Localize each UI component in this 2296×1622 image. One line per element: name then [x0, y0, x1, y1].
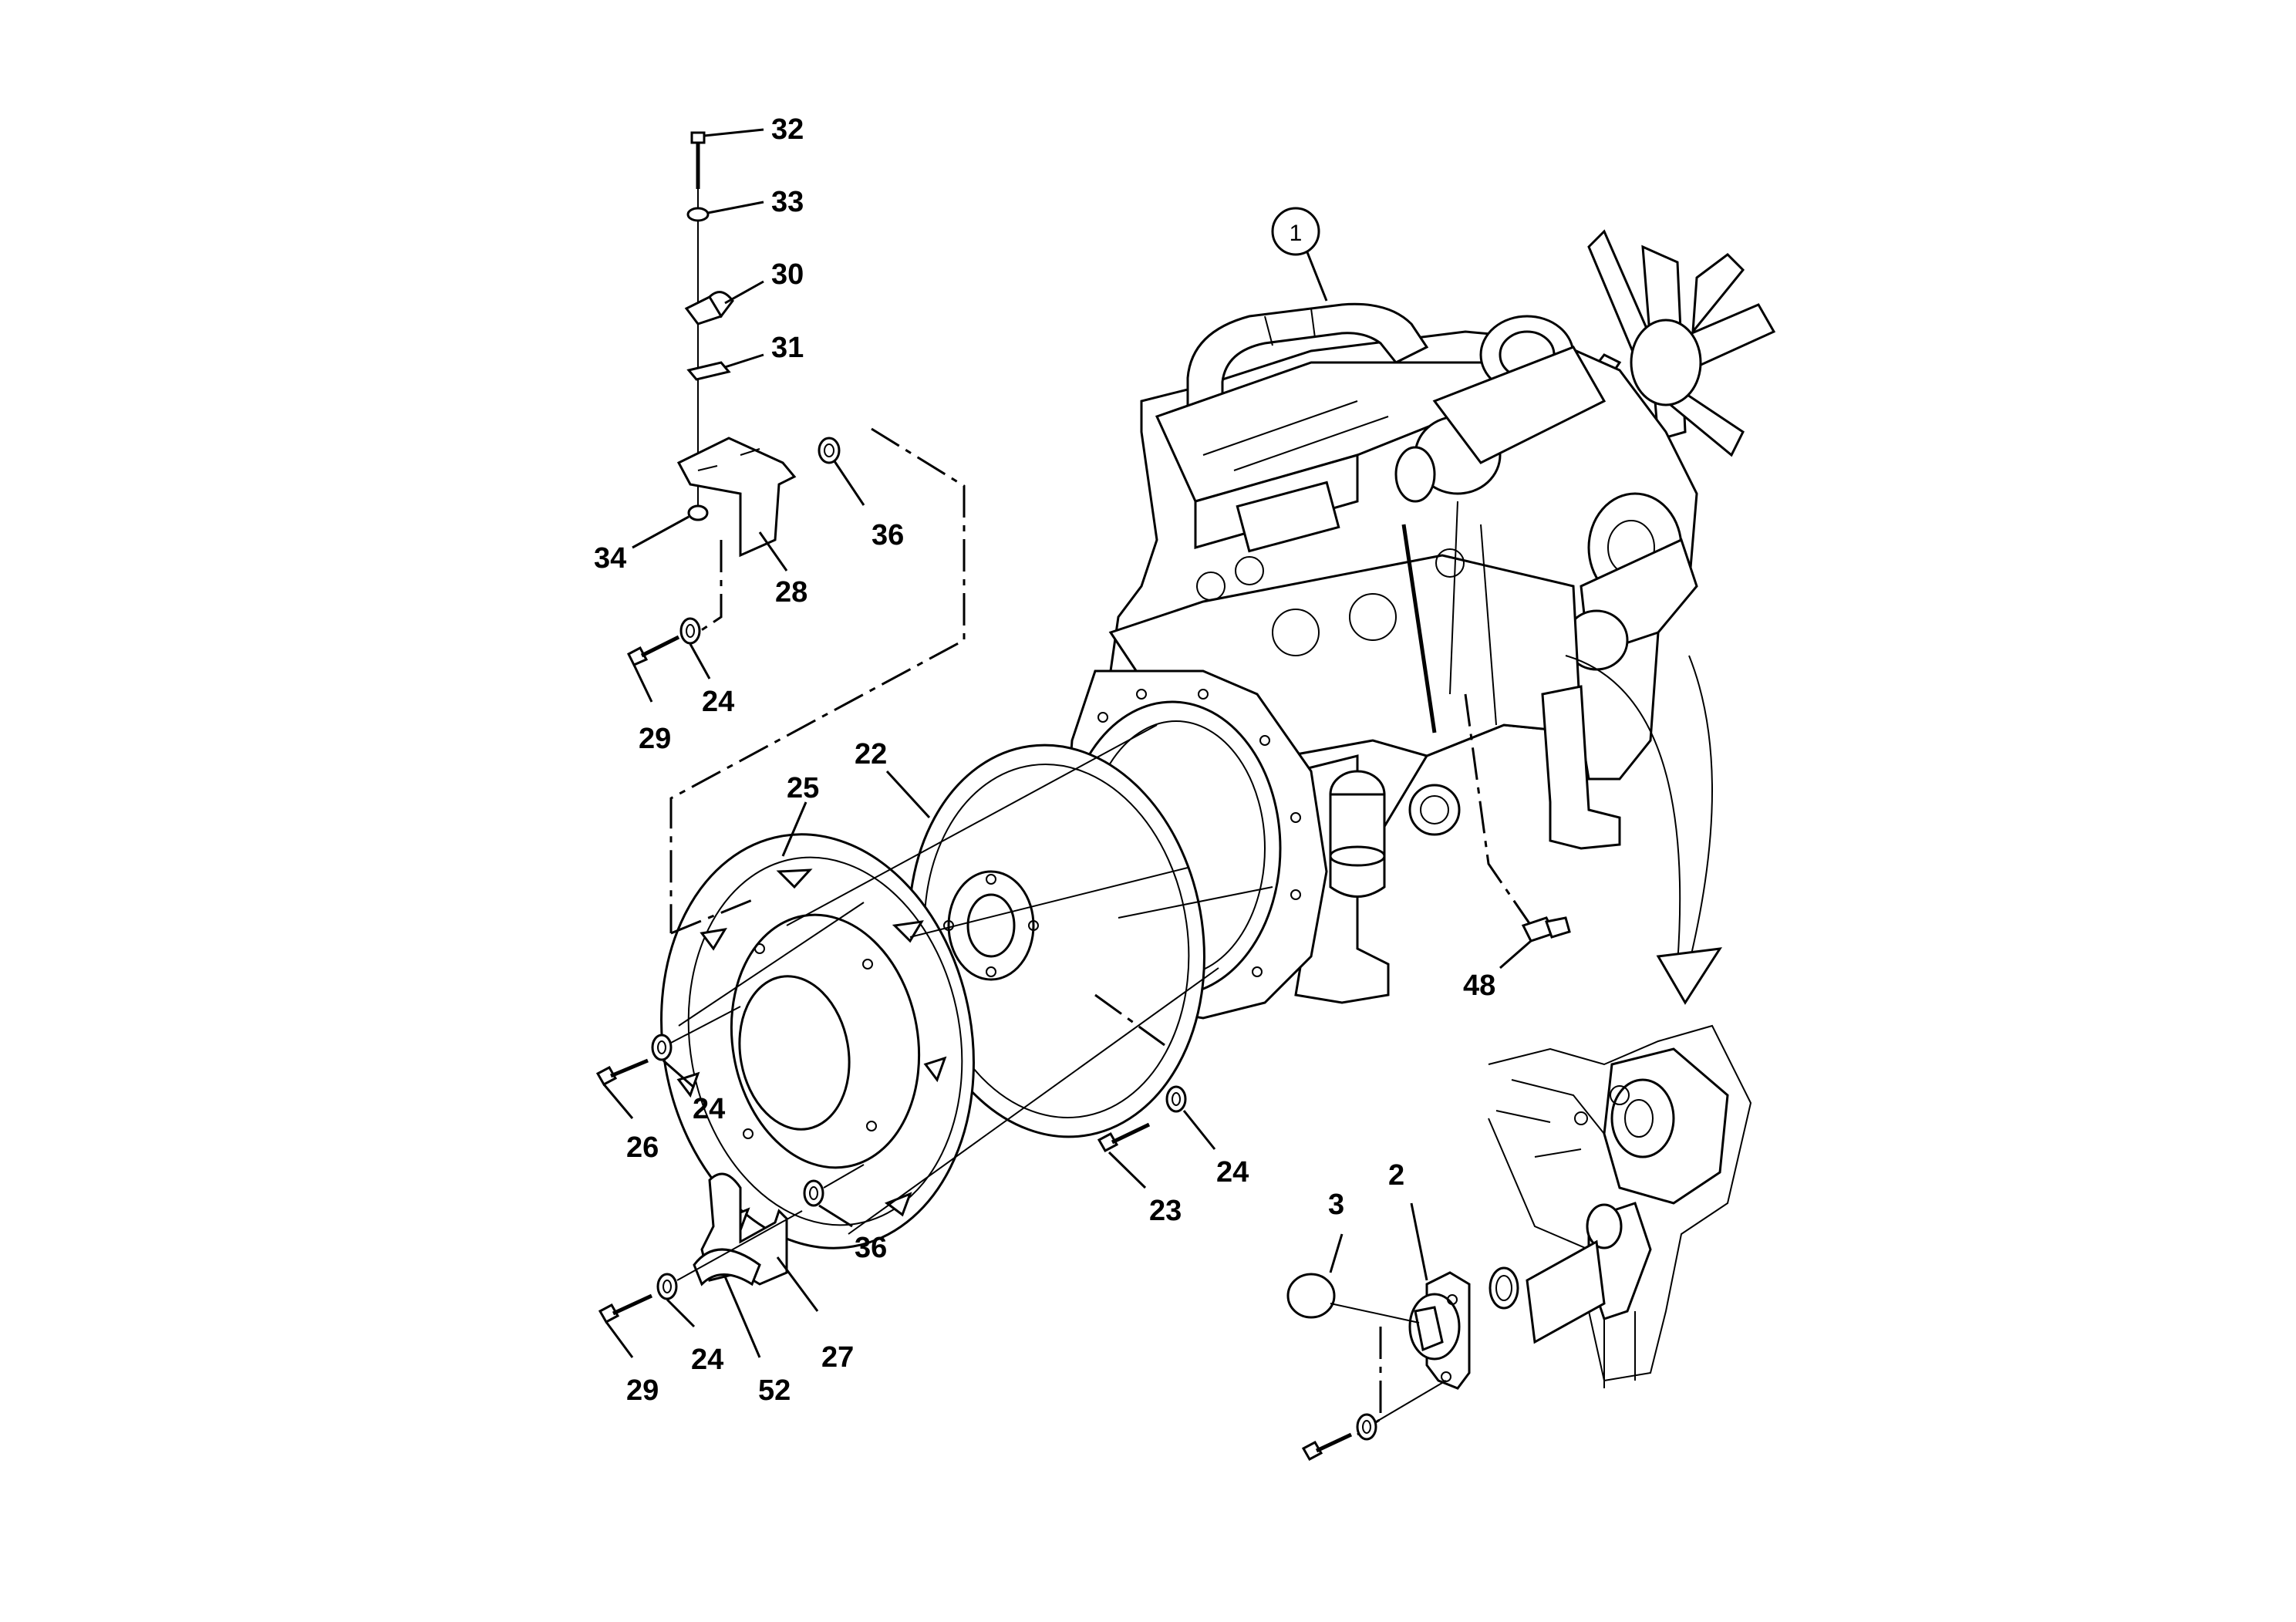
washer-24-flywheel — [1165, 1085, 1187, 1113]
callout-36-upper[interactable]: 36 — [833, 460, 904, 551]
flywheel-22 — [908, 744, 1205, 1138]
svg-text:34: 34 — [594, 542, 626, 575]
upper-bracket-assembly — [627, 131, 841, 666]
bolt-32 — [690, 131, 706, 189]
callout-26[interactable]: 26 — [602, 1084, 659, 1164]
svg-text:23: 23 — [1149, 1195, 1182, 1227]
detail-arrow — [1565, 655, 1681, 965]
svg-text:24: 24 — [702, 686, 734, 718]
washer-36-upper — [818, 437, 841, 464]
callout-3[interactable]: 3 — [1328, 1189, 1344, 1273]
callout-33[interactable]: 33 — [707, 186, 804, 218]
svg-text:29: 29 — [626, 1374, 659, 1407]
svg-text:27: 27 — [821, 1341, 854, 1374]
callout-30[interactable]: 30 — [724, 258, 804, 305]
svg-text:48: 48 — [1463, 969, 1495, 1002]
callout-52[interactable]: 52 — [723, 1276, 791, 1407]
washer-33 — [686, 207, 710, 222]
bolt-26 — [595, 1058, 649, 1087]
svg-text:31: 31 — [771, 332, 804, 364]
callout-23[interactable]: 23 — [1108, 1151, 1182, 1227]
callout-31[interactable]: 31 — [724, 332, 804, 369]
callout-29-lower[interactable]: 29 — [605, 1321, 659, 1407]
washer-24-upper — [679, 617, 701, 645]
plate-31 — [686, 361, 731, 381]
callout-25[interactable]: 25 — [781, 772, 819, 857]
pressure-sensor — [1521, 916, 1571, 943]
svg-text:52: 52 — [758, 1374, 791, 1407]
bolt-23 — [1097, 1122, 1151, 1153]
svg-text:30: 30 — [771, 258, 804, 291]
air-intake-hose — [1186, 302, 1429, 437]
callout-36-lower[interactable]: 36 — [818, 1204, 887, 1264]
cap-3 — [1286, 1273, 1336, 1319]
svg-text:24: 24 — [691, 1344, 723, 1376]
washer-24-coupling — [651, 1034, 673, 1061]
bracket-28 — [676, 437, 797, 558]
callout-32[interactable]: 32 — [703, 113, 804, 146]
callout-24-upper[interactable]: 24 — [689, 643, 734, 718]
bracket-27 — [693, 1172, 788, 1286]
callout-34[interactable]: 34 — [594, 515, 689, 575]
oil-filter — [1329, 770, 1461, 898]
turbocharger — [1394, 315, 1607, 503]
callout-24-bracket[interactable]: 24 — [666, 1298, 723, 1376]
svg-text:2: 2 — [1388, 1159, 1404, 1192]
bolt-29-upper — [627, 635, 680, 666]
callout-24-flywheel[interactable]: 24 — [1182, 1110, 1249, 1189]
callout-27[interactable]: 27 — [776, 1256, 854, 1374]
svg-text:25: 25 — [787, 772, 819, 804]
washer-34 — [687, 504, 709, 521]
washer-24-bracket — [656, 1273, 678, 1300]
svg-text:24: 24 — [1216, 1156, 1249, 1189]
svg-text:26: 26 — [626, 1131, 659, 1164]
svg-text:3: 3 — [1328, 1189, 1344, 1221]
callout-22[interactable]: 22 — [855, 738, 931, 819]
bolt-29-lower — [598, 1293, 653, 1324]
svg-text:24: 24 — [693, 1093, 725, 1125]
bolt-detail — [1301, 1380, 1447, 1462]
callout-28[interactable]: 28 — [758, 531, 807, 609]
callout-1-label: 1 — [1290, 221, 1303, 246]
flexible-coupling-25 — [660, 833, 975, 1249]
svg-text:32: 32 — [771, 113, 804, 146]
callout-24-coupling[interactable]: 24 — [663, 1059, 725, 1125]
engine-assembly: 1 — [1063, 207, 1776, 1020]
svg-text:28: 28 — [775, 576, 807, 609]
washer-36-lower — [803, 1179, 824, 1207]
svg-text:29: 29 — [639, 723, 671, 755]
flange-2 — [1408, 1271, 1471, 1390]
detail-view-inlet — [1488, 1024, 1752, 1388]
callout-2[interactable]: 2 — [1388, 1159, 1428, 1281]
callout-48[interactable]: 48 — [1463, 939, 1532, 1002]
svg-text:22: 22 — [855, 738, 887, 771]
engine-mount-right — [1541, 685, 1621, 850]
svg-text:36: 36 — [855, 1232, 887, 1264]
svg-text:33: 33 — [771, 186, 804, 218]
callout-29-upper[interactable]: 29 — [632, 664, 671, 755]
svg-text:36: 36 — [872, 519, 904, 551]
callout-1[interactable]: 1 — [1271, 207, 1328, 302]
